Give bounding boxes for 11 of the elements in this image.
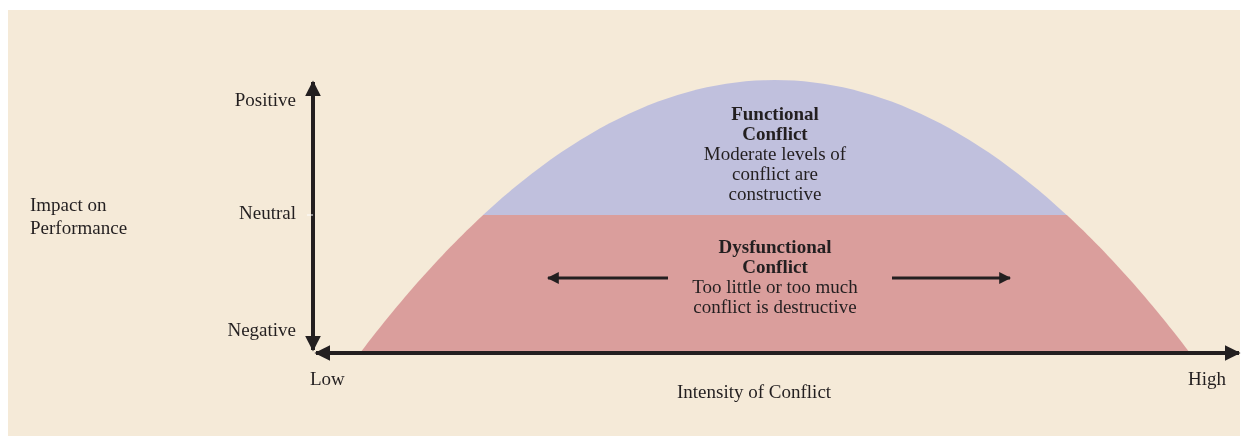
axis-tick-label: High	[1188, 368, 1226, 390]
axis-tick-label: Positive	[234, 89, 296, 111]
axis-tick-label: Low	[310, 368, 345, 390]
region-description: Moderate levels of conflict are constructive	[702, 144, 848, 204]
region-heading: Dysfunctional Conflict	[717, 237, 833, 277]
axis-tick-label: Negative	[227, 319, 296, 341]
axis-tick-label: Neutral	[239, 202, 296, 224]
region-description: Too little or too much conflict is destructive	[691, 277, 859, 317]
axis-title: Intensity of Conflict	[677, 381, 832, 403]
region-heading: Functional Conflict	[730, 104, 820, 144]
axis-title: Impact on Performance	[30, 193, 129, 239]
